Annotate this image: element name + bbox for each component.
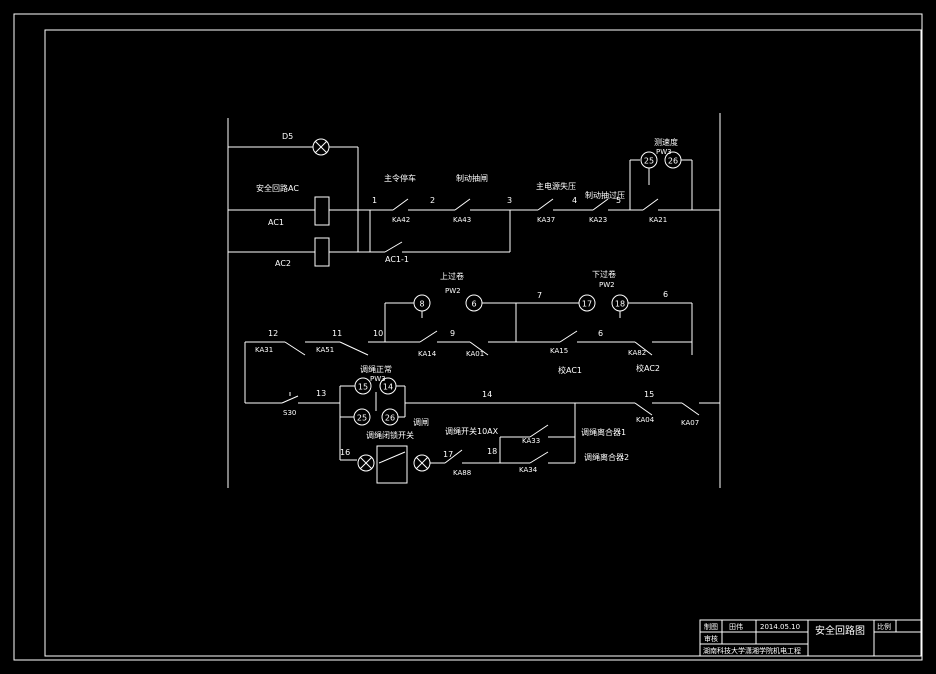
terminal-15 xyxy=(354,377,372,395)
terminal-17-label: 17 xyxy=(582,300,592,309)
label-ka82: KA82 xyxy=(628,349,646,357)
terminal-18-label: 18 xyxy=(615,300,625,309)
relay-ac1 xyxy=(314,196,330,226)
title-school: 湖南科技大学潇湘学院机电工程 xyxy=(703,646,801,655)
terminal-17 xyxy=(578,294,596,312)
inner-border xyxy=(44,29,922,657)
drawing-title: 安全回路图 xyxy=(815,624,865,637)
label-school-ac2: 校AC2 xyxy=(636,363,660,373)
label-ac2: AC2 xyxy=(275,259,291,268)
label-main-stop: 主令停车 xyxy=(384,173,416,183)
title-review-label: 审核 xyxy=(704,634,718,643)
label-clutch2: 调绳离合器2 xyxy=(584,452,629,462)
label-s30: S30 xyxy=(283,409,296,417)
label-ka14: KA14 xyxy=(418,350,437,358)
label-ac1: AC1 xyxy=(268,218,284,227)
wire-4: 4 xyxy=(572,196,577,205)
label-brake-open: 制动抽闸 xyxy=(456,173,488,183)
label-ka01: KA01 xyxy=(466,350,484,358)
label-pw3-top: PW3 xyxy=(656,148,672,156)
label-ka31: KA31 xyxy=(255,346,273,354)
label-rope-lock-switch: 调绳闭锁开关 xyxy=(366,430,414,440)
label-up-overwind: 上过卷 xyxy=(440,271,464,281)
relay-ac2 xyxy=(314,237,330,267)
label-pw2-left: PW2 xyxy=(445,287,461,295)
wire-12: 12 xyxy=(268,329,278,338)
label-ka04: KA04 xyxy=(636,416,655,424)
wire-3: 3 xyxy=(507,196,512,205)
label-rope-adjust: 调闸 xyxy=(413,418,429,427)
label-school-ac1: 校AC1 xyxy=(558,365,582,375)
wire-1: 1 xyxy=(372,196,377,205)
title-drawn-name: 田伟 xyxy=(729,622,743,631)
terminal-25-mid-label: 25 xyxy=(357,414,367,423)
label-ac1-1: AC1-1 xyxy=(385,255,409,264)
label-ka42: KA42 xyxy=(392,216,410,224)
terminal-25-mid xyxy=(353,408,371,426)
wire-10: 10 xyxy=(373,329,383,338)
label-ka37: KA37 xyxy=(537,216,555,224)
label-brake-overtemp: 制动抽过压 xyxy=(585,190,625,200)
terminal-26-mid-label: 26 xyxy=(385,414,395,423)
title-scale-label: 比例 xyxy=(877,622,891,631)
label-pw3-mid: PW3 xyxy=(370,375,386,383)
wire-18: 18 xyxy=(487,447,497,456)
wire-7: 7 xyxy=(537,291,542,300)
label-pw2-right: PW2 xyxy=(599,281,615,289)
wire-17: 17 xyxy=(443,450,453,459)
terminal-8-label: 8 xyxy=(419,300,424,309)
terminal-14-label: 14 xyxy=(383,383,393,392)
wire-6-b: 6 xyxy=(598,329,603,338)
title-block: 制图 田伟 2014.05.10 审核 安全回路图 比例 湖南科技大学潇湘学院机… xyxy=(699,619,922,657)
outer-border xyxy=(13,13,923,661)
label-rope-switch: 调绳开关10AX xyxy=(445,426,499,436)
terminal-6-label: 6 xyxy=(471,300,476,309)
label-ka43: KA43 xyxy=(453,216,471,224)
terminal-25-top-label: 25 xyxy=(644,157,654,166)
label-ka88: KA88 xyxy=(453,469,471,477)
wire-2: 2 xyxy=(430,196,435,205)
wire-11: 11 xyxy=(332,329,342,338)
wire-9: 9 xyxy=(450,329,455,338)
rope-lock-switch-box xyxy=(376,445,408,484)
label-speed-detect: 测速度 xyxy=(654,137,678,147)
label-safety-relay: 安全回路AC xyxy=(256,183,299,193)
label-ka51: KA51 xyxy=(316,346,334,354)
label-ka07: KA07 xyxy=(681,419,699,427)
label-ka23: KA23 xyxy=(589,216,607,224)
title-date: 2014.05.10 xyxy=(760,623,800,631)
label-d5: D5 xyxy=(282,132,293,141)
label-ka33: KA33 xyxy=(522,437,540,445)
wire-5: 5 xyxy=(616,196,621,205)
wire-14: 14 xyxy=(482,390,492,399)
wire-13: 13 xyxy=(316,389,326,398)
label-main-undervolt: 主电源失压 xyxy=(536,181,576,191)
wire-6: 6 xyxy=(663,290,668,299)
label-ka34: KA34 xyxy=(519,466,538,474)
wire-16: 16 xyxy=(340,448,350,457)
terminal-15-label: 15 xyxy=(358,383,368,392)
label-ka15: KA15 xyxy=(550,347,568,355)
label-clutch1: 调绳离合器1 xyxy=(581,427,626,437)
label-rope-forward: 调绳正常 xyxy=(360,364,392,374)
label-down-overwind: 下过卷 xyxy=(592,269,616,279)
title-drawn-label: 制图 xyxy=(704,622,718,631)
label-ka21: KA21 xyxy=(649,216,667,224)
terminal-26-top-label: 26 xyxy=(668,157,678,166)
wire-15: 15 xyxy=(644,390,654,399)
